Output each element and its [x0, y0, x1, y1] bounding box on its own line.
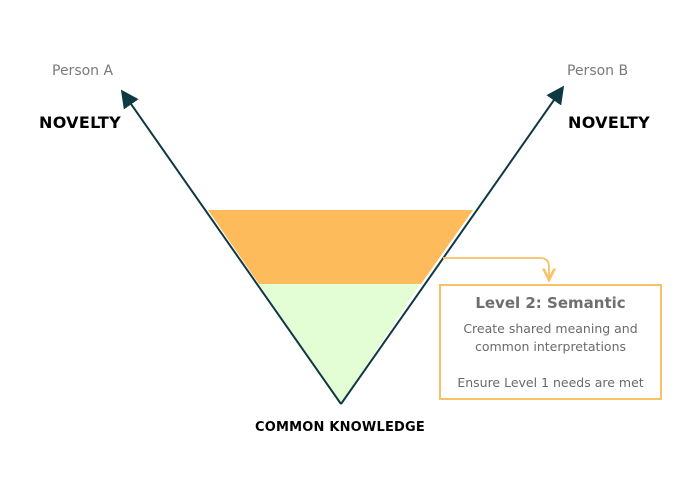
novelty-right-label: NOVELTY [568, 113, 651, 132]
right-novelty-axis [340, 85, 565, 405]
left-novelty-axis [120, 89, 342, 405]
common-knowledge-label: COMMON KNOWLEDGE [255, 420, 425, 435]
callout-connector [443, 257, 549, 277]
callout-line-1: Create shared meaning and [463, 321, 638, 336]
person-a-label: Person A [52, 63, 114, 79]
semantic-level-band [208, 210, 473, 284]
novelty-left-label: NOVELTY [39, 113, 122, 132]
semantic-level-callout: Level 2: Semantic Create shared meaning … [439, 284, 662, 400]
callout-title: Level 2: Semantic [475, 294, 626, 312]
person-b-label: Person B [567, 63, 629, 79]
callout-line-3: Ensure Level 1 needs are met [457, 375, 644, 390]
callout-line-2: common interpretations [474, 339, 627, 354]
common-knowledge-band [259, 284, 420, 404]
